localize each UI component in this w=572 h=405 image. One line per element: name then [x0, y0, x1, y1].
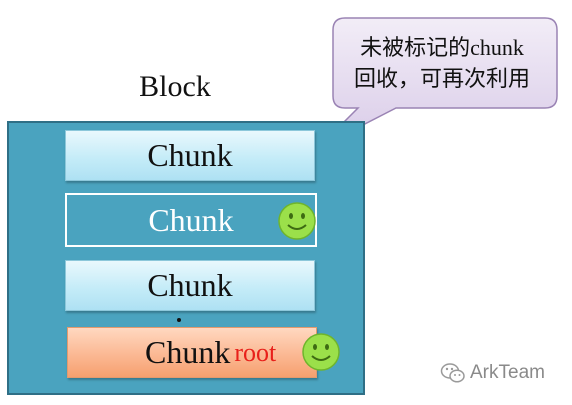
chunk-root: Chunk root [67, 327, 317, 378]
chunk-label: Chunk [148, 201, 234, 238]
watermark-text: ArkTeam [470, 362, 545, 383]
wechat-icon [440, 363, 465, 383]
chunk-marked: Chunk [65, 193, 317, 247]
chunk-unmarked-2: Chunk [65, 260, 315, 311]
callout-text: 未被标记的chunk 回收，可再次利用 [338, 32, 546, 94]
callout-line-1: 未被标记的chunk [360, 35, 524, 60]
root-tag: root [234, 337, 277, 367]
block-title: Block [139, 70, 211, 103]
chunk-label: Chunk [147, 267, 233, 303]
smiley-icon [302, 333, 340, 371]
watermark: ArkTeam [440, 362, 545, 384]
chunk-label: Chunk [147, 137, 233, 173]
chunk-unmarked-1: Chunk [65, 130, 315, 181]
connector-dot [177, 318, 181, 322]
callout-line-2: 回收，可再次利用 [353, 66, 530, 91]
smiley-icon [278, 202, 316, 240]
chunk-label: Chunk [145, 334, 231, 370]
